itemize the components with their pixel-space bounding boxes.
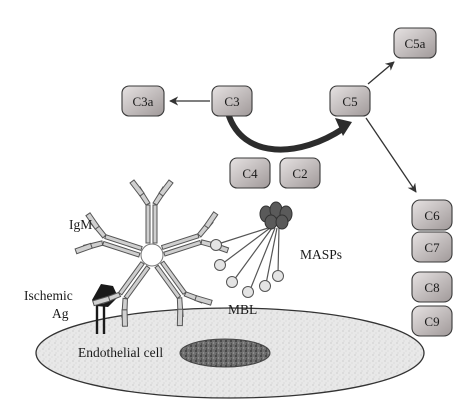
c3-to-c5-curved-arrow	[225, 110, 347, 153]
endothelial-cell-label: Endothelial cell	[78, 345, 163, 360]
ischemic-antigen: Ischemic Ag	[24, 284, 118, 334]
mbl-label: MBL	[228, 302, 257, 317]
igm-arm-bottom-right	[154, 260, 213, 327]
igm-arm-top	[129, 179, 174, 244]
masps-cluster	[259, 201, 293, 230]
box-c9: C9	[411, 305, 453, 337]
igm-arm-bottom-left	[92, 261, 151, 327]
curved-arrow-head	[335, 118, 352, 136]
c5-to-mac-arrow	[365, 117, 417, 193]
igm-pentamer	[74, 179, 230, 327]
box-c3: C3	[211, 85, 253, 117]
svg-text:C3a: C3a	[133, 94, 154, 109]
igm-core	[140, 243, 164, 267]
svg-text:C7: C7	[424, 240, 440, 255]
c5-to-c5a-arrow	[367, 61, 395, 85]
box-c3a: C3a	[121, 85, 165, 117]
box-c4: C4	[229, 157, 271, 189]
svg-text:C8: C8	[424, 280, 439, 295]
svg-text:C3: C3	[224, 94, 239, 109]
svg-text:C9: C9	[424, 314, 439, 329]
box-c2: C2	[279, 157, 321, 189]
box-c5a: C5a	[393, 27, 437, 59]
ag-label: Ag	[52, 306, 69, 321]
igm-arm-left	[74, 212, 143, 258]
endothelial-cell: Endothelial cell	[35, 307, 425, 399]
cell-nucleus	[179, 338, 271, 368]
svg-text:C5a: C5a	[405, 36, 426, 51]
box-c6: C6	[411, 199, 453, 231]
box-c5: C5	[329, 85, 371, 117]
box-c8: C8	[411, 271, 453, 303]
ischemic-label: Ischemic	[24, 288, 73, 303]
mbl-masps-complex	[210, 201, 293, 298]
svg-text:C4: C4	[242, 166, 258, 181]
igm-label: IgM	[69, 217, 92, 232]
masps-label: MASPs	[300, 247, 342, 262]
svg-text:C2: C2	[292, 166, 307, 181]
svg-text:C5: C5	[342, 94, 357, 109]
svg-text:C6: C6	[424, 208, 440, 223]
box-c7: C7	[411, 231, 453, 263]
mac-stack: C6 C7 C8 C9	[411, 199, 453, 337]
